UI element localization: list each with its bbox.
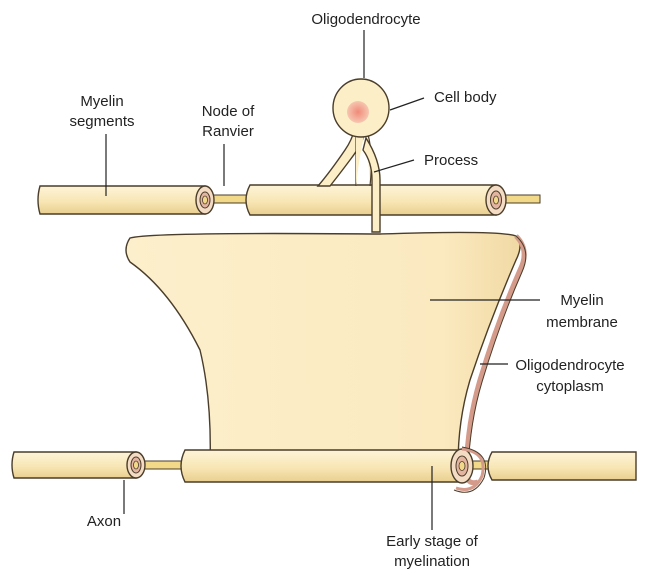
label-cell-body: Cell body [434,89,497,106]
upper-myelin-segment-left [38,186,214,214]
label-myelin-membrane-line2: membrane [546,314,618,331]
process-leader [374,160,414,172]
label-myelin-segments-line1: Myelin [80,93,123,110]
myelin-membrane-sheet [126,232,526,482]
label-node-of-ranvier-line1: Node of [202,103,255,120]
nucleus [347,101,369,123]
lower-myelin-segment-right [488,452,636,480]
label-cytoplasm-line2: cytoplasm [536,378,604,395]
label-myelin-membrane-line1: Myelin [560,292,603,309]
label-oligodendrocyte: Oligodendrocyte [311,11,420,28]
label-myelin-segments-line2: segments [69,113,134,130]
lower-myelin-segment-left [12,452,145,478]
label-early-stage-line2: myelination [394,553,470,570]
label-process: Process [424,152,478,169]
lower-myelin-segment-middle [181,449,473,483]
label-node-of-ranvier-line2: Ranvier [202,123,254,140]
cell-body-leader [390,98,424,110]
label-axon: Axon [87,513,121,530]
label-cytoplasm-line1: Oligodendrocyte [515,357,624,374]
label-early-stage-line1: Early stage of [386,533,479,550]
